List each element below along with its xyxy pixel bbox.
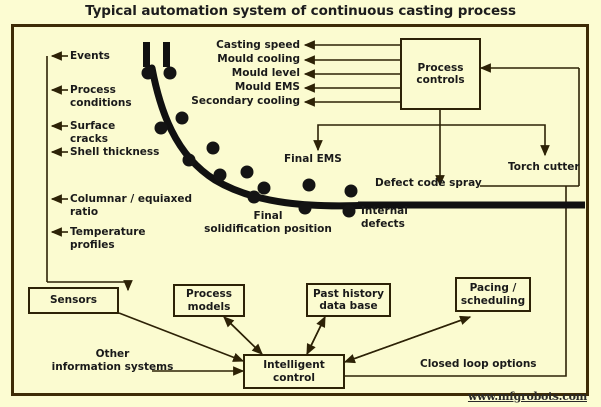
control-label-mould-cooling: Mould cooling [217, 53, 300, 65]
box-pacing-scheduling[interactable]: Pacing / scheduling [455, 277, 531, 312]
label-closed-loop-options: Closed loop options [420, 358, 537, 370]
label-other-information-systems: Other information systems [51, 348, 174, 373]
box-process-controls[interactable]: Process controls [400, 38, 481, 110]
box-sensors[interactable]: Sensors [28, 287, 119, 314]
control-label-casting-speed: Casting speed [216, 39, 300, 51]
control-label-mould-level: Mould level [231, 67, 300, 79]
page-title: Typical automation system of continuous … [85, 3, 516, 19]
watermark: www.mfgrobots.com [467, 390, 587, 403]
measurement-label-events: Events [70, 50, 110, 62]
annotation-final-ems: Final EMS [284, 153, 342, 165]
control-label-mould-ems: Mould EMS [234, 81, 300, 93]
annotation-internal-defects: Internal defects [361, 205, 408, 230]
measurement-label-process-conditions: Process conditions [70, 84, 132, 109]
measurement-label-columnar-ratio: Columnar / equiaxed ratio [70, 193, 193, 218]
mould-wall-right [163, 42, 170, 67]
box-intelligent-control[interactable]: Intelligent control [243, 354, 345, 389]
mould-wall-left [143, 42, 150, 67]
measurement-label-temperature-profiles: Temperature profiles [70, 226, 146, 251]
annotation-defect-code-spray: Defect code spray [375, 177, 482, 189]
box-past-history-data-base[interactable]: Past history data base [306, 283, 391, 317]
measurement-label-shell-thickness: Shell thickness [70, 146, 160, 158]
measurement-label-surface-cracks: Surface cracks [70, 120, 116, 145]
annotation-final-solidification-position: Final solidification position [204, 210, 332, 235]
annotation-torch-cutter: Torch cutter [508, 161, 580, 173]
control-label-secondary-cooling: Secondary cooling [191, 95, 300, 107]
box-process-models[interactable]: Process models [173, 284, 245, 317]
